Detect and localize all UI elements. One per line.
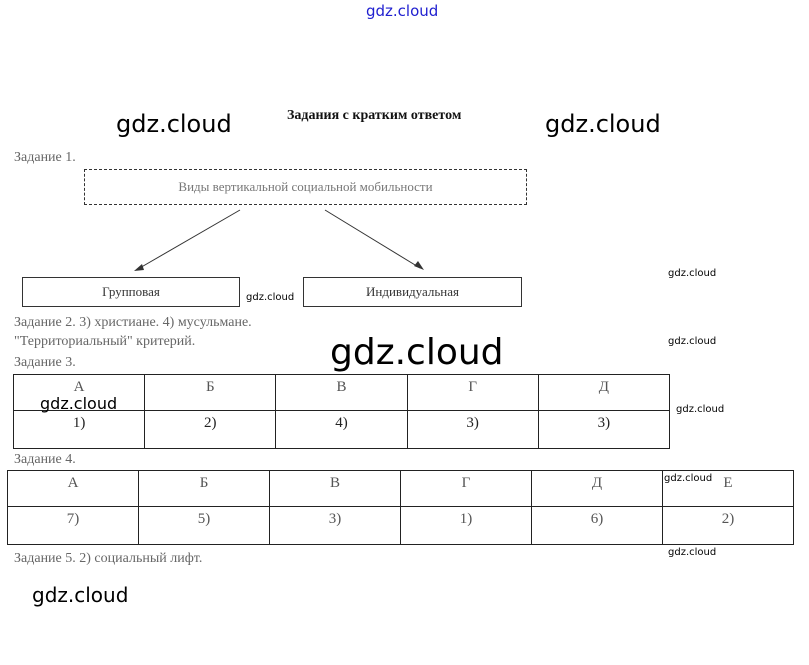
task3-header: Г <box>406 374 539 411</box>
task5-line: Задание 5. 2) социальный лифт. <box>14 551 203 566</box>
watermark: gdz.cloud <box>668 547 717 558</box>
watermark: gdz.cloud <box>40 394 118 413</box>
arrow-right <box>324 209 421 269</box>
task2-line2: "Территориальный" критерий. <box>14 334 196 349</box>
watermark: gdz.cloud <box>246 292 295 303</box>
task4-label: Задание 4. <box>14 452 76 467</box>
watermark: gdz.cloud <box>116 110 232 138</box>
diagram-left-text: Групповая <box>102 284 160 299</box>
task3-label: Задание 3. <box>14 355 76 370</box>
watermark: gdz.cloud <box>664 473 713 484</box>
task4-value: 7) <box>7 506 139 545</box>
task4-table: А Б В Г Д Е 7) 5) 3) 1) 6) 2) <box>7 470 794 545</box>
task4-header: Е <box>662 470 794 507</box>
task4-value: 1) <box>400 506 532 545</box>
diagram-root-text: Виды вертикальной социальной мобильности <box>178 179 433 194</box>
task3-value: 3) <box>537 410 671 449</box>
diagram-right-box: Индивидуальная <box>303 277 522 307</box>
watermark-top: gdz.cloud <box>366 2 439 20</box>
task3-value: 1) <box>12 410 146 449</box>
task4-header: Д <box>531 470 663 507</box>
watermark: gdz.cloud <box>676 404 725 415</box>
task4-value: 2) <box>662 506 794 545</box>
task3-header: В <box>275 374 408 411</box>
task4-header: А <box>7 470 139 507</box>
watermark: gdz.cloud <box>32 583 129 607</box>
diagram-right-text: Индивидуальная <box>366 284 459 299</box>
task4-value: 5) <box>138 506 270 545</box>
task1-label: Задание 1. <box>14 150 76 165</box>
diagram-root-box: Виды вертикальной социальной мобильности <box>84 169 527 205</box>
task4-header: В <box>269 470 401 507</box>
task4-value: 3) <box>269 506 401 545</box>
task3-value: 2) <box>144 410 277 449</box>
task3-value: 3) <box>406 410 539 449</box>
page-title: Задания с кратким ответом <box>287 108 462 123</box>
watermark: gdz.cloud <box>330 332 504 373</box>
arrow-left-head <box>134 264 144 271</box>
watermark: gdz.cloud <box>545 110 661 138</box>
task4-value: 6) <box>531 506 663 545</box>
diagram-left-box: Групповая <box>22 277 240 307</box>
watermark: gdz.cloud <box>668 268 717 279</box>
task4-header: Б <box>138 470 270 507</box>
task3-header: Д <box>537 374 671 411</box>
task3-value: 4) <box>275 410 408 449</box>
watermark: gdz.cloud <box>668 336 717 347</box>
diagram-arrows <box>134 209 424 271</box>
task3-header: Б <box>144 374 277 411</box>
arrow-right-head <box>414 261 424 270</box>
task4-header: Г <box>400 470 532 507</box>
task2-line1: Задание 2. 3) христиане. 4) мусульмане. <box>14 315 252 330</box>
task3-table: А Б В Г Д 1) 2) 4) 3) 3) <box>12 374 671 449</box>
arrow-left <box>137 209 241 270</box>
